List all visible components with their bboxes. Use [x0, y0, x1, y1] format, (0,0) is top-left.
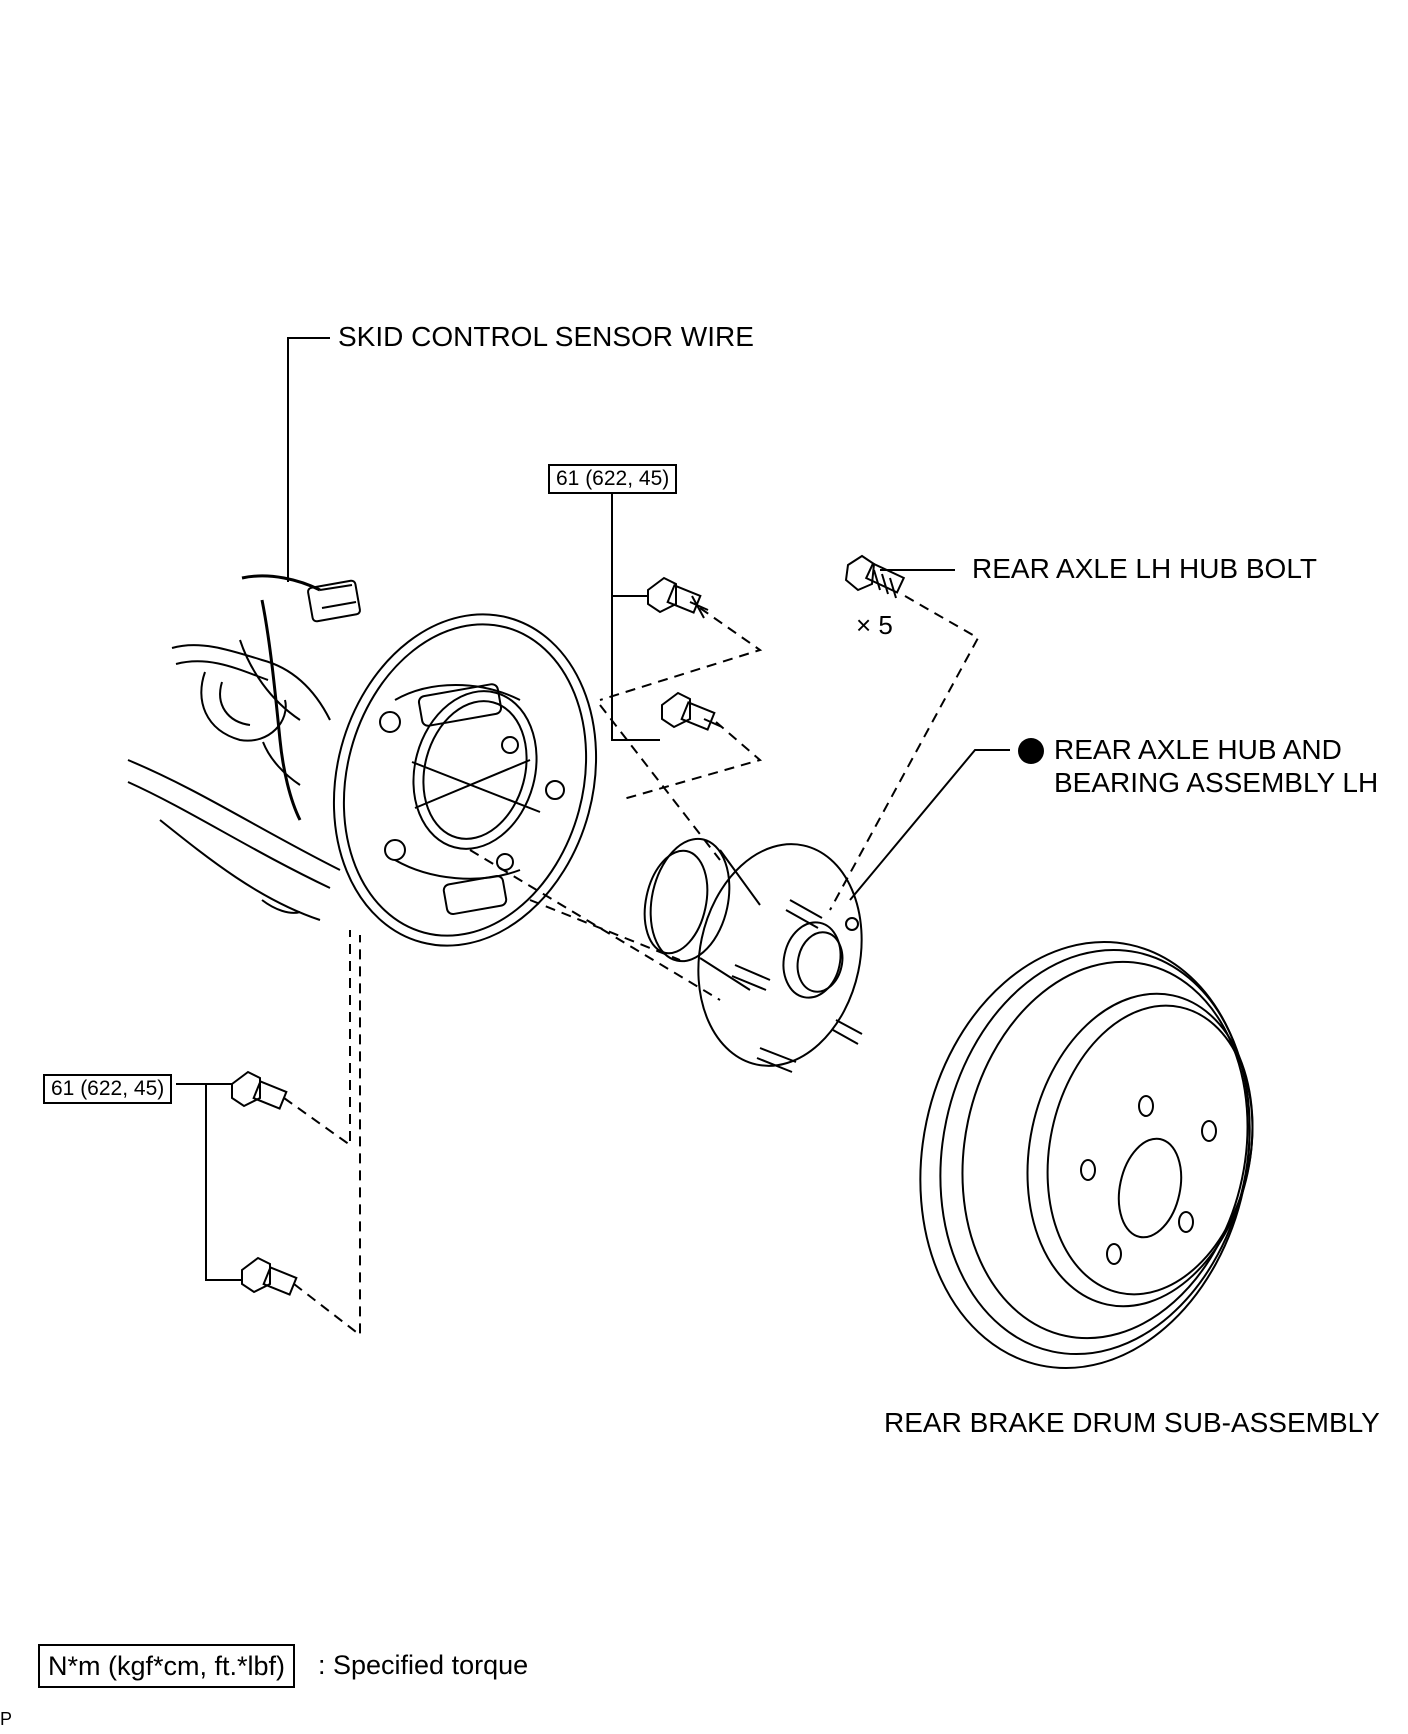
- corner-mark: P: [0, 1709, 13, 1729]
- backing-plate-bolt-lower-1: [231, 1070, 288, 1110]
- hub-bolt-label: REAR AXLE LH HUB BOLT: [972, 553, 1317, 584]
- torque-legend-description: : Specified torque: [318, 1650, 529, 1680]
- hub-bearing-illustration: [643, 837, 863, 1073]
- leader-lines: [176, 337, 1010, 1281]
- brake-drum-illustration: [919, 941, 1254, 1369]
- brake-drum-label: REAR BRAKE DRUM SUB-ASSEMBLY: [884, 1407, 1380, 1438]
- torque-value-upper: 61 (622, 45): [548, 464, 678, 494]
- backing-plate-bolt-upper-2: [661, 691, 723, 731]
- torque-unit-legend-box: N*m (kgf*cm, ft.*lbf): [38, 1644, 296, 1688]
- assembly-dashed-lines: [283, 595, 980, 1338]
- hub-bearing-label-line2: BEARING ASSEMBLY LH: [1054, 767, 1379, 798]
- hub-bearing-label-line1: REAR AXLE HUB AND: [1054, 734, 1342, 765]
- suspension-arm-illustration: [127, 574, 361, 921]
- hub-bolt-quantity: × 5: [856, 610, 893, 640]
- backing-plate-bolt-upper-1: [647, 576, 709, 619]
- skid-sensor-wire-label: SKID CONTROL SENSOR WIRE: [338, 321, 754, 352]
- hub-bolt-illustration: [844, 554, 906, 599]
- non-reusable-part-mark: [1018, 738, 1044, 764]
- backing-plate-bolt-lower-2: [241, 1256, 298, 1296]
- torque-value-lower: 61 (622, 45): [43, 1074, 173, 1104]
- backing-plate-illustration: [332, 613, 598, 947]
